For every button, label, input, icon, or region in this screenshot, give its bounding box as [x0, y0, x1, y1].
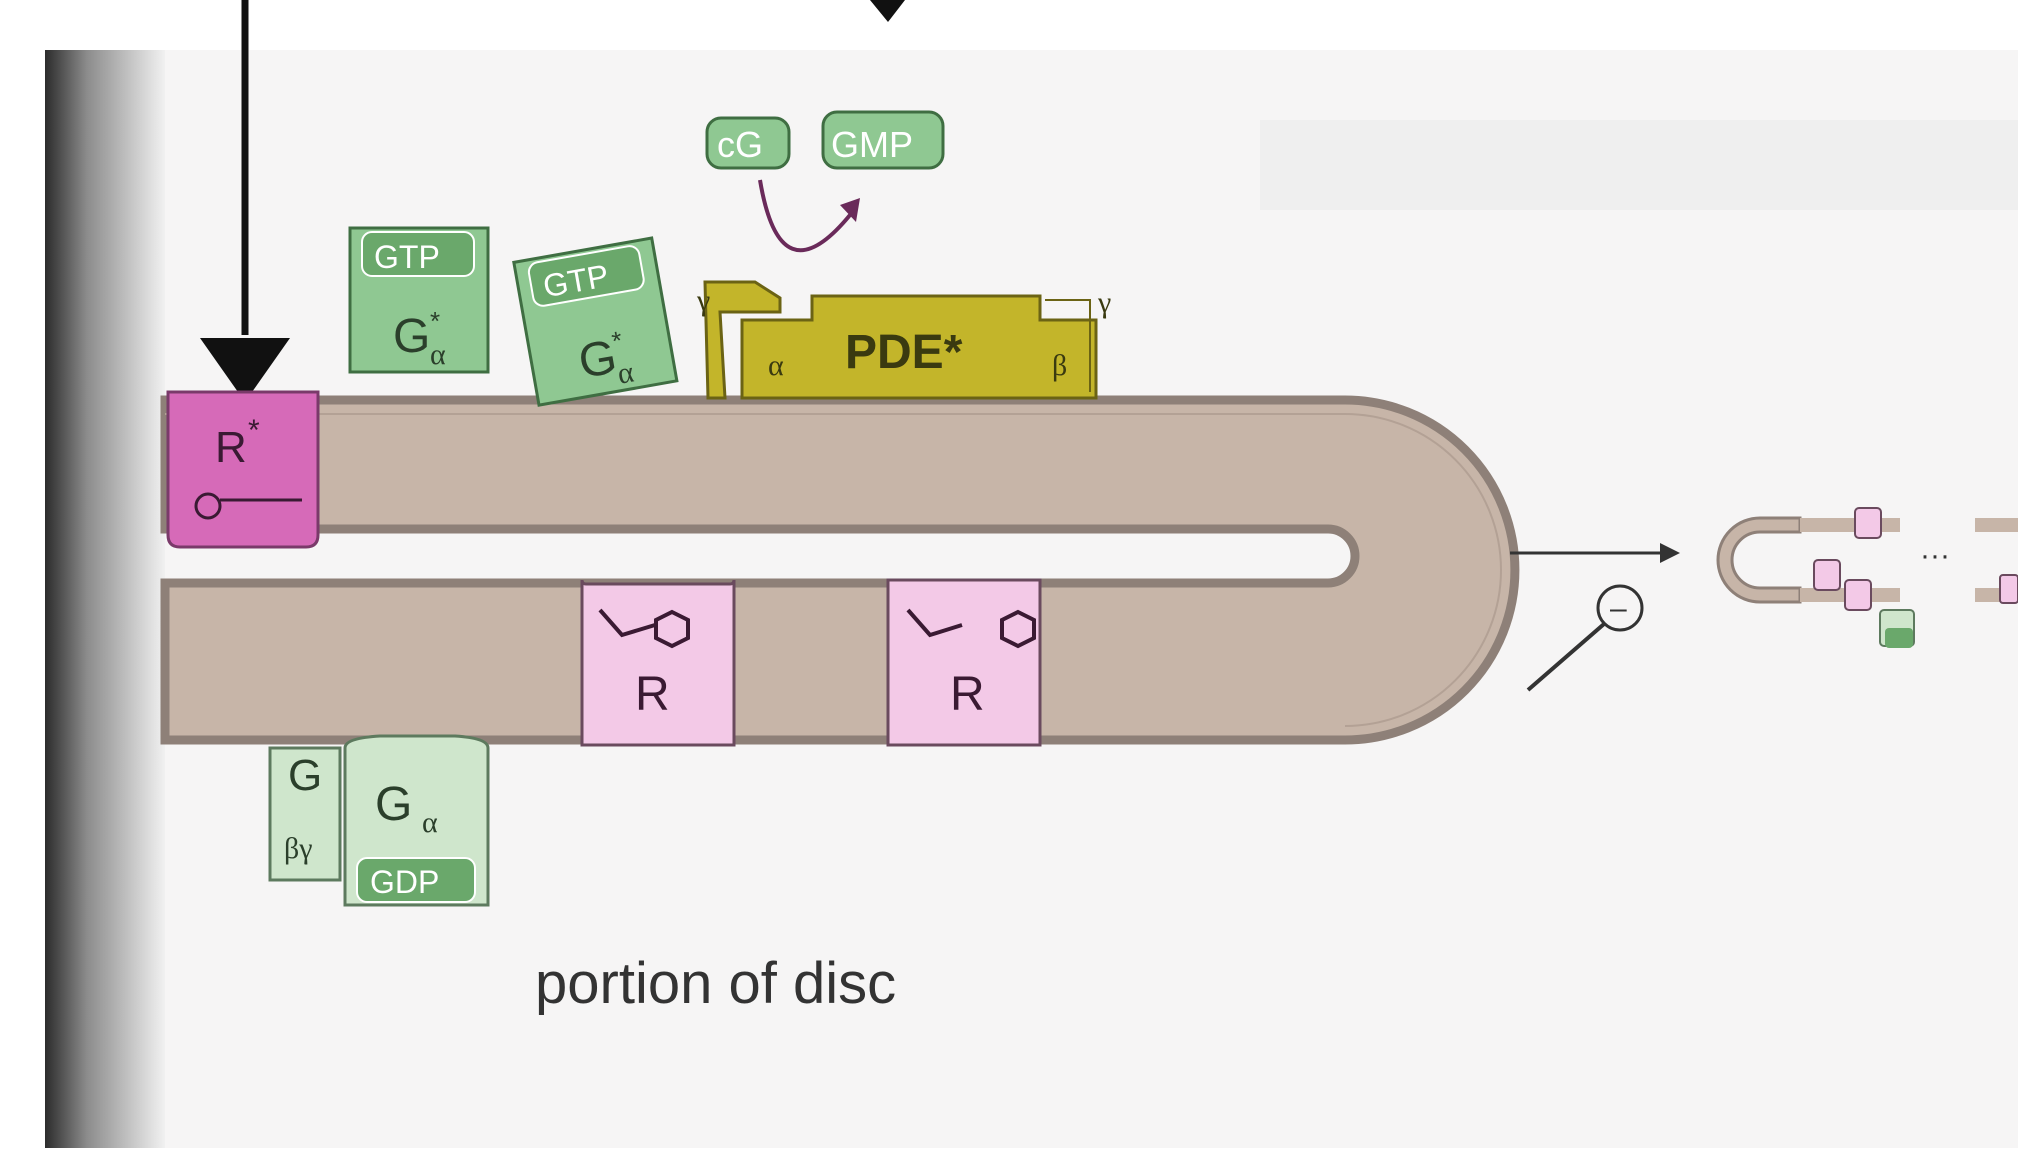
- pde-beta: β: [1052, 349, 1067, 382]
- gmp-molecule: [821, 110, 945, 170]
- g-alpha-main: G: [375, 778, 412, 831]
- inhibition-pointer: –: [1510, 543, 1680, 692]
- faint-bleed-through: [1260, 120, 2018, 210]
- g-beta-gamma-main: G: [288, 751, 322, 800]
- cg-molecule: [705, 116, 791, 170]
- ellipsis: ···: [1920, 539, 1950, 572]
- retinal-icon-1: [598, 608, 656, 638]
- cg-label: cG: [717, 124, 763, 165]
- top-arrow-tip: [870, 0, 905, 22]
- g-alpha-star-sup: *: [430, 306, 440, 336]
- g-alpha-gdp: G α GDP: [343, 734, 490, 907]
- rhodopsin-inactive-2: R: [886, 578, 1042, 747]
- g-alpha-star-free: GTP G * α: [348, 226, 490, 374]
- pde-star: γ α PDE* β γ: [696, 280, 1111, 400]
- g-alpha-bound-sub: α: [615, 355, 636, 390]
- g-beta-gamma: G βγ: [268, 746, 342, 882]
- g-alpha-star-sub: α: [430, 338, 446, 371]
- r-inactive-1-label: R: [635, 668, 670, 721]
- conversion-arrow: [758, 179, 852, 253]
- magnifier-icon: [1596, 584, 1644, 632]
- pde-label: PDE*: [845, 326, 963, 379]
- disc-schematic: ···: [1716, 507, 2018, 648]
- r-star-main: R: [215, 423, 247, 472]
- r-star-sup: *: [248, 414, 260, 447]
- caption: portion of disc: [535, 951, 896, 1016]
- retinal-icon: [194, 492, 222, 520]
- pde-alpha: α: [768, 349, 784, 382]
- g-alpha-sub: α: [422, 806, 438, 839]
- g-alpha-star-main: G: [393, 310, 430, 363]
- page-binding-shadow: [45, 50, 165, 1148]
- pde-gamma-left: γ: [696, 284, 710, 317]
- light-arrow: [200, 0, 905, 402]
- pde-gamma-left-subunit: [703, 280, 782, 400]
- pde-body: [740, 294, 1098, 400]
- r-inactive-2-label: R: [950, 668, 985, 721]
- rhodopsin-active: R *: [166, 390, 320, 549]
- gmp-label: GMP: [831, 124, 913, 165]
- g-alpha-star-bound: GTP G * α: [512, 236, 679, 407]
- pde-gamma-right: γ: [1097, 286, 1111, 319]
- g-beta-gamma-sub: βγ: [284, 832, 313, 865]
- gtp-free-label: GTP: [374, 239, 440, 275]
- inhibit-symbol: –: [1610, 592, 1627, 625]
- cgmp-conversion: cG GMP: [705, 110, 945, 253]
- g-alpha-bound-main: G: [575, 330, 621, 389]
- gdp-label: GDP: [370, 864, 439, 900]
- rhodopsin-inactive-1: R: [580, 579, 736, 747]
- disc-membrane: [160, 395, 1520, 745]
- retinal-icon-2: [906, 608, 963, 638]
